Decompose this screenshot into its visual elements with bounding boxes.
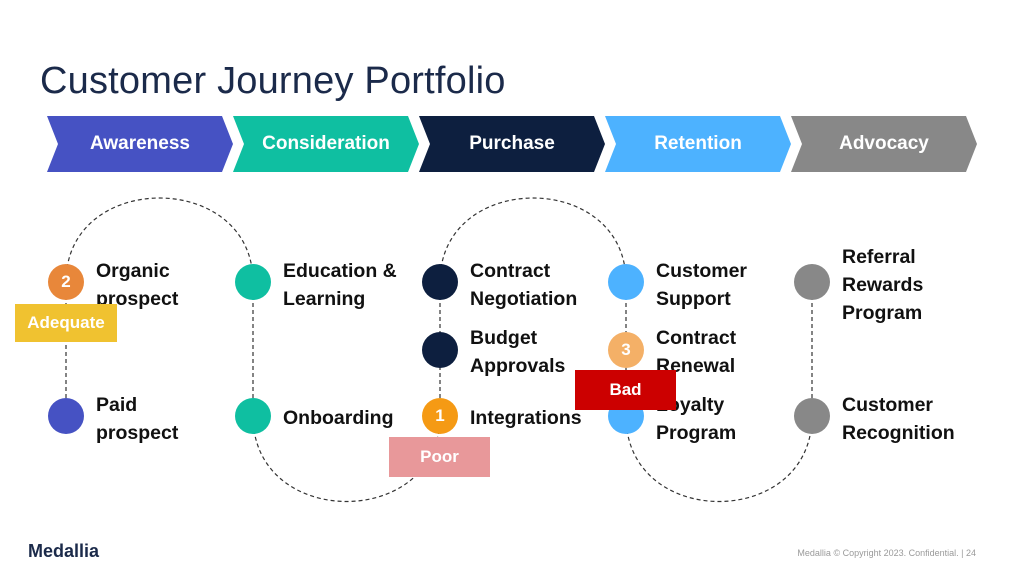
- rating-tag-adequate: Adequate: [15, 304, 117, 342]
- priority-badge-renewal: 3: [621, 340, 631, 359]
- rating-tag-poor: Poor: [389, 437, 490, 477]
- path-arc-purchase-retention: [439, 197, 627, 283]
- priority-badge-organic: 2: [61, 272, 71, 291]
- stage-label-retention: Retention: [654, 133, 742, 154]
- node-budget-approvals: [422, 332, 458, 368]
- label-referral-rewards: Referral Rewards Program: [842, 246, 924, 324]
- node-integrations: [422, 398, 458, 434]
- node-contract-negotiation: [422, 264, 458, 300]
- stage-label-awareness: Awareness: [90, 133, 190, 154]
- path-arc-consideration-purchase: [252, 415, 441, 502]
- path-arc-awareness-consideration: [65, 197, 254, 283]
- stage-chevron-advocacy: [791, 116, 977, 172]
- node-referral-rewards: [794, 264, 830, 300]
- stage-label-advocacy: Advocacy: [839, 133, 929, 154]
- label-onboarding: Onboarding: [283, 407, 394, 429]
- rating-tag-bad: Bad: [575, 370, 676, 410]
- stage-chevron-retention: [605, 116, 791, 172]
- path-arc-retention-advocacy: [625, 415, 813, 502]
- node-paid-prospect: [48, 398, 84, 434]
- stage-label-consideration: Consideration: [262, 133, 390, 154]
- label-integrations: Integrations: [470, 407, 582, 429]
- node-onboarding: [235, 398, 271, 434]
- label-contract-negotiation: Contract Negotiation: [470, 260, 578, 310]
- stage-chevron-consideration: [233, 116, 419, 172]
- stage-chevron-awareness: [47, 116, 233, 172]
- node-education-learning: [235, 264, 271, 300]
- label-education-learning: Education & Learning: [283, 260, 397, 310]
- stage-chevron-purchase: [419, 116, 605, 172]
- priority-badge-integrations: 1: [435, 406, 445, 425]
- node-customer-recognition: [794, 398, 830, 434]
- copyright-footer: Medallia © Copyright 2023. Confidential.…: [797, 548, 976, 558]
- node-contract-renewal: [608, 332, 644, 368]
- label-customer-support: Customer Support: [656, 260, 748, 310]
- node-organic-prospect: [48, 264, 84, 300]
- stage-label-purchase: Purchase: [469, 133, 555, 154]
- label-customer-recognition: Customer Recognition: [842, 394, 955, 444]
- page-title: Customer Journey Portfolio: [40, 60, 506, 102]
- medallia-logo: Medallia: [28, 541, 100, 561]
- label-paid-prospect: Paid prospect: [96, 394, 179, 444]
- label-budget-approvals: Budget Approvals: [470, 327, 566, 377]
- node-customer-support: [608, 264, 644, 300]
